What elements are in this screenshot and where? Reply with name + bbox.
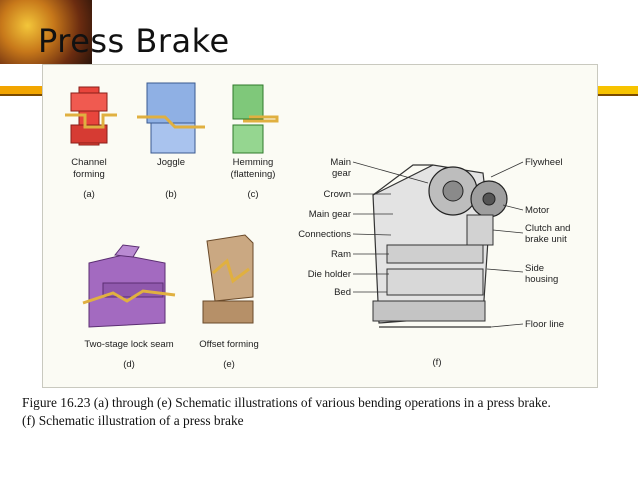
label-main-gear: Main gear xyxy=(309,209,351,220)
press-brake-machine-illustration xyxy=(372,164,508,328)
label-connections: Connections xyxy=(298,229,351,240)
label-main-gear-top-2: gear xyxy=(332,168,351,179)
label-ram: Ram xyxy=(331,249,351,260)
lock-seam-illustration xyxy=(82,244,176,328)
hemming-illustration xyxy=(232,84,279,154)
joggle-illustration xyxy=(137,82,205,154)
decorative-corner-image xyxy=(0,0,92,64)
label-main-gear-top-1: Main xyxy=(330,157,351,168)
slide-title: Press Brake xyxy=(38,22,230,60)
panel-e-line1: Offset forming xyxy=(199,339,259,350)
figure-illustration: Channel forming (a) Joggle (b) Hemming (… xyxy=(65,82,570,370)
panel-b-tag: (b) xyxy=(165,189,177,200)
label-bed: Bed xyxy=(334,287,351,298)
label-motor: Motor xyxy=(525,205,549,216)
caption-line-2: (f) Schematic illustration of a press br… xyxy=(22,413,244,428)
panel-a-line2: forming xyxy=(73,169,105,180)
figure-panel: Channel forming (a) Joggle (b) Hemming (… xyxy=(42,64,598,388)
label-flywheel: Flywheel xyxy=(525,157,563,168)
panel-b-line1: Joggle xyxy=(157,157,185,168)
panel-e-tag: (e) xyxy=(223,359,235,370)
panel-d-tag: (d) xyxy=(123,359,135,370)
label-floor-line: Floor line xyxy=(525,319,564,330)
figure-caption: Figure 16.23 (a) through (e) Schematic i… xyxy=(22,394,622,430)
panel-d-line1: Two-stage lock seam xyxy=(84,339,173,350)
label-side-1: Side xyxy=(525,263,544,274)
panel-c-tag: (c) xyxy=(247,189,258,200)
panel-c-line2: (flattening) xyxy=(231,169,276,180)
label-side-2: housing xyxy=(525,274,558,285)
panel-a-line1: Channel xyxy=(71,157,106,168)
panel-a-tag: (a) xyxy=(83,189,95,200)
label-crown: Crown xyxy=(324,189,351,200)
label-die-holder: Die holder xyxy=(308,269,351,280)
label-clutch-2: brake unit xyxy=(525,234,567,245)
channel-forming-illustration xyxy=(65,86,117,146)
offset-forming-illustration xyxy=(202,234,254,324)
caption-line-1: Figure 16.23 (a) through (e) Schematic i… xyxy=(22,395,551,410)
panel-c-line1: Hemming xyxy=(233,157,274,168)
label-clutch-1: Clutch and xyxy=(525,223,570,234)
panel-f-tag: (f) xyxy=(433,357,442,368)
